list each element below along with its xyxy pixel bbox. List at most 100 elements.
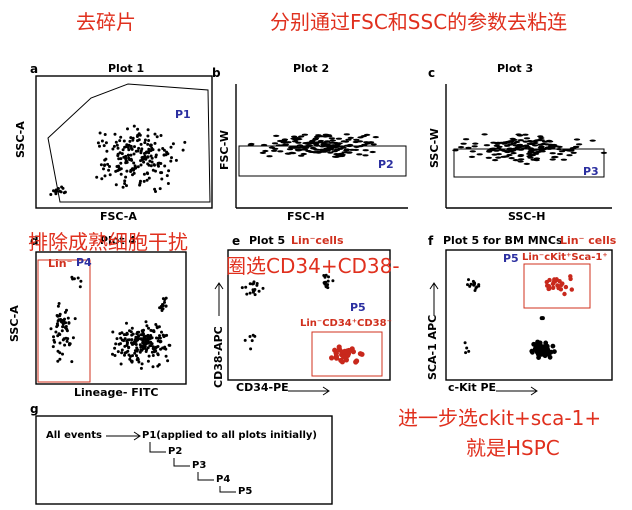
event-dot — [54, 189, 58, 193]
event-dot — [103, 164, 106, 167]
hierarchy-box — [35, 415, 333, 505]
event-dot — [121, 185, 125, 189]
event-dot — [137, 360, 141, 364]
event-dot — [345, 138, 352, 141]
event-dot — [122, 139, 126, 143]
event-dot — [58, 341, 62, 345]
event-dot — [469, 282, 473, 286]
event-dot — [372, 136, 379, 139]
event-dot — [483, 144, 491, 147]
event-dot — [128, 355, 132, 358]
event-dot — [54, 192, 58, 196]
event-dot — [159, 340, 163, 343]
event-dot — [514, 146, 522, 149]
event-dot — [517, 139, 524, 142]
event-dot — [554, 277, 559, 282]
event-dot — [536, 351, 542, 357]
event-dot — [151, 168, 155, 172]
event-dot — [551, 285, 556, 290]
event-dot — [137, 146, 141, 150]
event-dot — [517, 148, 524, 151]
event-dot — [163, 300, 166, 304]
event-dot — [127, 156, 131, 160]
event-dot — [158, 334, 161, 338]
event-dot — [138, 183, 142, 187]
event-dot — [116, 146, 120, 150]
event-dot — [336, 344, 342, 350]
tree-p3: P3 — [192, 460, 207, 471]
x-axis-label-c: SSC-H — [508, 210, 546, 223]
event-dot — [508, 157, 515, 160]
event-dot — [572, 146, 580, 149]
event-dot — [569, 287, 574, 292]
event-dot — [132, 152, 136, 156]
event-dot — [57, 302, 61, 305]
event-dot — [343, 133, 350, 136]
event-dot — [506, 148, 513, 151]
event-dot — [356, 153, 363, 156]
event-dot — [370, 143, 377, 146]
event-dot — [462, 138, 470, 141]
event-dot — [146, 162, 150, 166]
event-dot — [119, 157, 123, 161]
event-dot — [155, 336, 158, 340]
event-dot — [65, 339, 69, 343]
event-dot — [61, 338, 65, 342]
event-dot — [340, 146, 347, 149]
event-dot — [147, 337, 151, 341]
event-dot — [111, 352, 114, 356]
x-arrow-e — [288, 386, 330, 396]
event-dot — [130, 326, 134, 330]
event-dot — [490, 141, 497, 144]
event-dot — [98, 131, 102, 135]
event-dot — [522, 133, 529, 136]
event-dot — [532, 158, 540, 161]
event-dot — [516, 144, 523, 147]
event-dot — [131, 138, 135, 142]
event-dot — [291, 135, 298, 138]
x-axis-label-d: Lineage- FITC — [74, 386, 159, 399]
event-dot — [135, 349, 139, 353]
event-dot — [116, 350, 120, 354]
tree-p4: P4 — [216, 474, 231, 485]
event-dot — [78, 285, 82, 289]
event-dot — [113, 346, 117, 350]
event-dot — [515, 133, 522, 136]
event-dot — [153, 132, 157, 136]
event-dot — [96, 141, 100, 145]
event-dot — [600, 151, 608, 154]
event-dot — [468, 284, 472, 288]
event-dot — [183, 140, 187, 144]
event-dot — [150, 336, 154, 340]
plot-title-red-e: Lin⁻cells — [291, 234, 344, 247]
event-dot — [56, 319, 60, 323]
event-dot — [504, 150, 511, 154]
event-dot — [56, 304, 60, 308]
event-dot — [100, 139, 104, 143]
event-dot — [115, 143, 119, 147]
event-dot — [99, 163, 103, 167]
event-dot — [541, 140, 549, 143]
event-dot — [323, 140, 331, 143]
event-dot — [468, 155, 476, 158]
plot-title-f: Plot 5 for BM MNCs — [443, 234, 563, 247]
event-dot — [333, 353, 339, 359]
event-dot — [338, 357, 344, 363]
event-dot — [129, 359, 133, 363]
event-dot — [548, 349, 554, 355]
event-dot — [149, 154, 153, 158]
event-dot — [157, 148, 161, 152]
event-dot — [169, 145, 173, 149]
event-dot — [296, 144, 304, 147]
gate-label-p4: P4 — [76, 256, 92, 269]
panel-letter-f: f — [428, 234, 434, 248]
event-dot — [127, 338, 131, 342]
event-dot — [469, 150, 476, 153]
event-dot — [56, 359, 60, 363]
event-dot — [363, 133, 371, 136]
event-dot — [139, 151, 143, 155]
event-dot — [155, 326, 159, 330]
event-dot — [149, 344, 153, 348]
event-dot — [345, 351, 351, 357]
event-dot — [54, 330, 58, 334]
